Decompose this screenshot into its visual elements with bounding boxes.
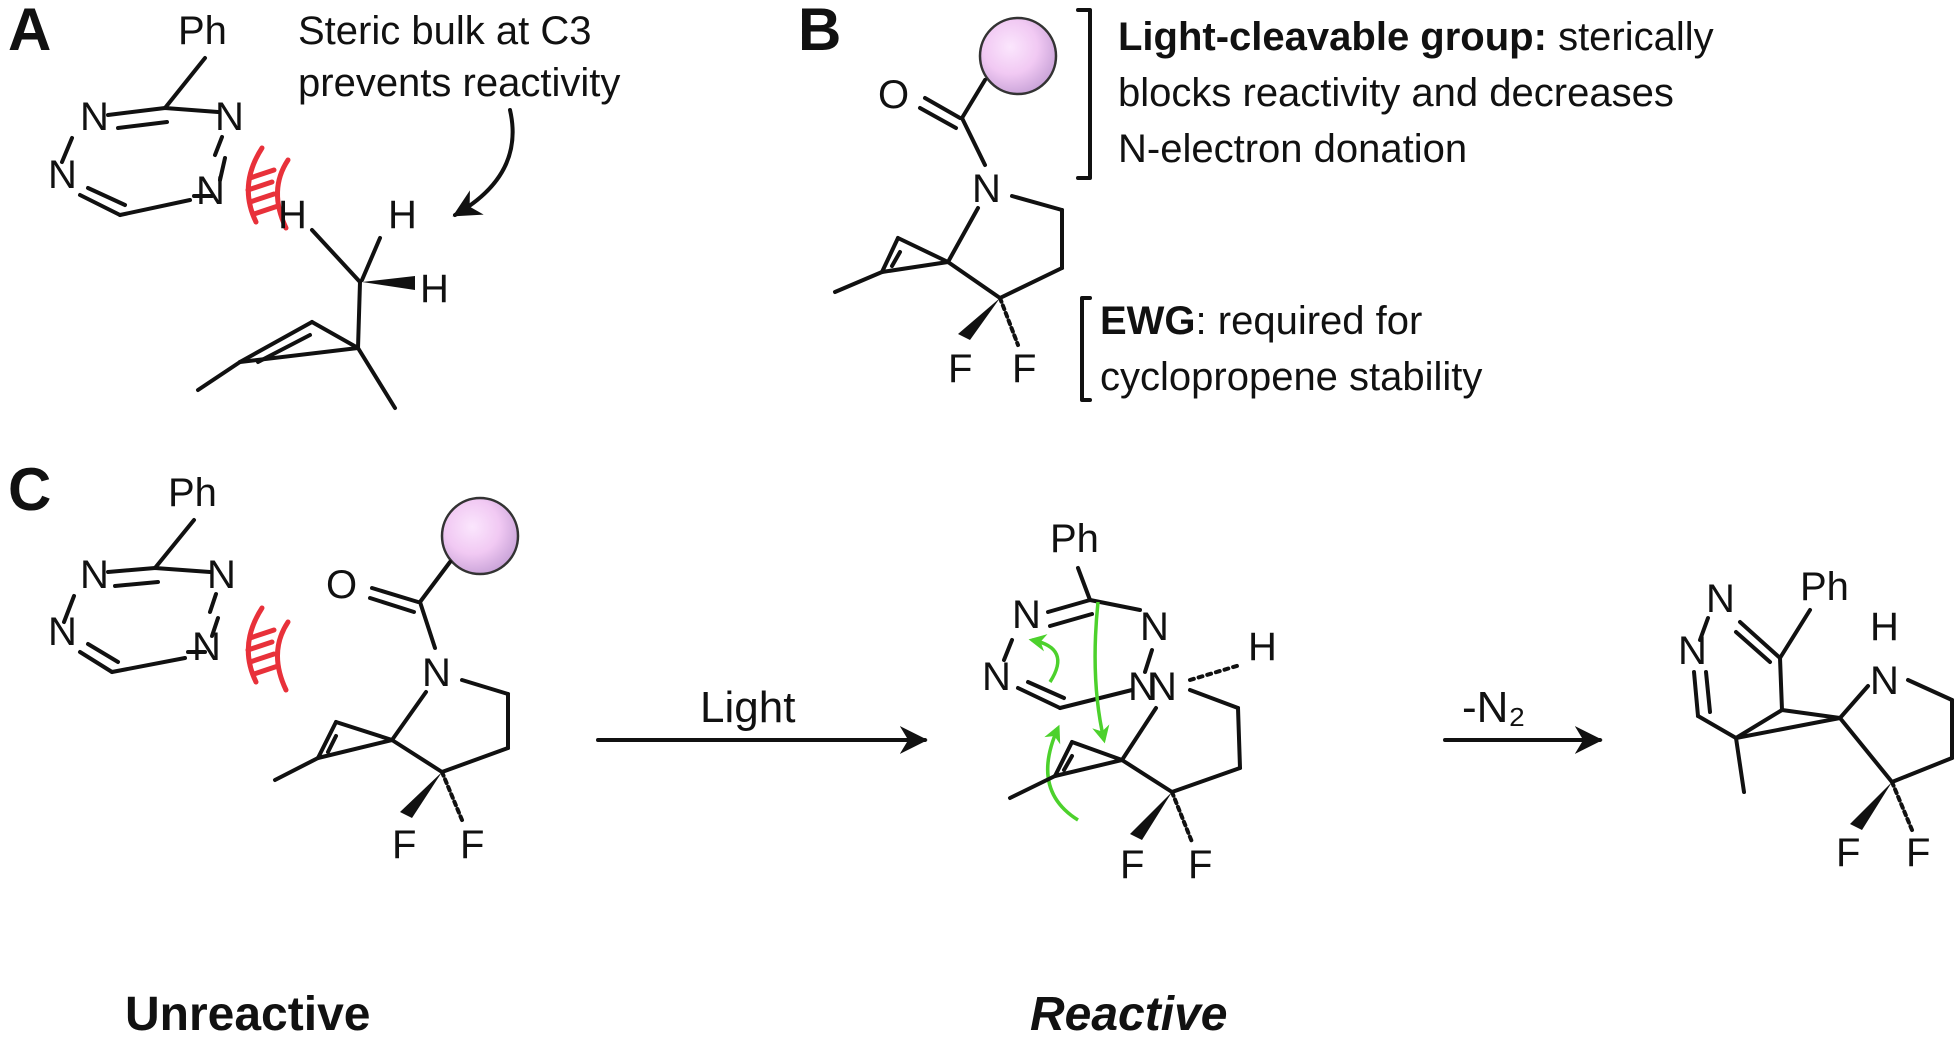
carbonyl-oxygen-c: O xyxy=(326,563,357,607)
panel-label-b: B xyxy=(798,0,841,63)
h-atom-1: H xyxy=(278,193,307,237)
product-h: H xyxy=(1870,605,1899,649)
tetrazine-c2-n2: N xyxy=(1140,605,1169,649)
n2-loss-label: -N₂ xyxy=(1462,683,1526,732)
panel-label-a: A xyxy=(8,0,51,63)
steric-clash-icon xyxy=(245,605,291,693)
product-molecule: Ph N N H N F F xyxy=(1678,565,1954,875)
ewg-line-1: EWG: required for xyxy=(1100,299,1422,343)
methylcyclopropene-molecule: H H H xyxy=(196,193,449,410)
fluorine-2: F xyxy=(1012,347,1036,391)
fluorine-1: F xyxy=(948,347,972,391)
panel-c: Ph N N N N O xyxy=(48,471,1954,1037)
electron-flow-arrows-icon xyxy=(1028,601,1110,822)
fluorine-c1: F xyxy=(392,823,416,867)
group-heading: Light-cleavable group: xyxy=(1118,15,1547,59)
tetrazine-c1-n2: N xyxy=(207,553,236,597)
bracket-group xyxy=(1076,8,1092,180)
tetrazine-n2: N xyxy=(215,95,244,139)
annotation-line-1: Steric bulk at C3 xyxy=(298,9,591,53)
purple-sphere-icon xyxy=(978,16,1058,96)
group-line-1: Light-cleavable group: sterically xyxy=(1118,15,1714,59)
amine-hydrogen: H xyxy=(1248,625,1277,669)
tetrazine-molecule: Ph N N N N xyxy=(48,9,244,217)
amide-nitrogen: N xyxy=(972,167,1001,211)
h-atom-3: H xyxy=(420,267,449,311)
steric-clash-icon xyxy=(245,145,291,231)
unreactive-complex: Ph N N N N O xyxy=(48,471,520,867)
tetrazine-c2-n4: N xyxy=(1128,665,1157,709)
product-n3: N xyxy=(1870,659,1899,703)
tetrazine-n4: N xyxy=(196,169,225,213)
phenyl-label-c3: Ph xyxy=(1800,565,1849,609)
ewg-line-2: cyclopropene stability xyxy=(1100,355,1482,399)
reactive-complex: Ph N N N N N H xyxy=(982,517,1277,887)
panel-label-c: C xyxy=(8,456,51,523)
amide-nitrogen-c: N xyxy=(422,651,451,695)
fluorine-c3: F xyxy=(1120,843,1144,887)
bracket-ewg xyxy=(1080,296,1092,402)
tetrazine-n3: N xyxy=(48,153,77,197)
amine-nitrogen: N xyxy=(1148,665,1177,709)
tetrazine-c2-n1: N xyxy=(1012,593,1041,637)
annotation-line-2: prevents reactivity xyxy=(298,61,620,105)
tetrazine-c2-n3: N xyxy=(982,655,1011,699)
unreactive-caption: Unreactive xyxy=(125,988,370,1037)
reactive-caption: Reactive xyxy=(1030,988,1227,1037)
h-atom-2: H xyxy=(388,193,417,237)
fluorine-c4: F xyxy=(1188,843,1212,887)
carbonyl-oxygen: O xyxy=(878,73,909,117)
fluorine-c6: F xyxy=(1906,831,1930,875)
tetrazine-c1-n3: N xyxy=(48,610,77,654)
tetrazine-c1-n1: N xyxy=(80,553,109,597)
ewg-heading: EWG xyxy=(1100,299,1196,343)
product-n1: N xyxy=(1706,577,1735,621)
group-line-2: blocks reactivity and decreases xyxy=(1118,71,1674,115)
panel-b: O N F F Light-cleavable group: stericall… xyxy=(833,8,1714,402)
annotation-arrow-icon xyxy=(452,108,515,217)
phenyl-label-c2: Ph xyxy=(1050,517,1099,561)
tetrazine-c1-n4: N xyxy=(192,625,221,669)
group-line-1-rest: sterically xyxy=(1558,15,1714,59)
light-label: Light xyxy=(700,683,795,732)
purple-sphere-icon xyxy=(440,496,520,576)
tetrazine-n1: N xyxy=(80,95,109,139)
ewg-line-1-rest: : required for xyxy=(1196,299,1423,343)
group-line-3: N-electron donation xyxy=(1118,127,1467,171)
panel-a: Ph N N N N Steric bulk at C3 prevents re… xyxy=(48,9,620,410)
phenyl-label: Ph xyxy=(178,9,227,53)
fluorine-c2: F xyxy=(460,823,484,867)
fluorine-c5: F xyxy=(1836,831,1860,875)
phenyl-label-c1: Ph xyxy=(168,471,217,515)
